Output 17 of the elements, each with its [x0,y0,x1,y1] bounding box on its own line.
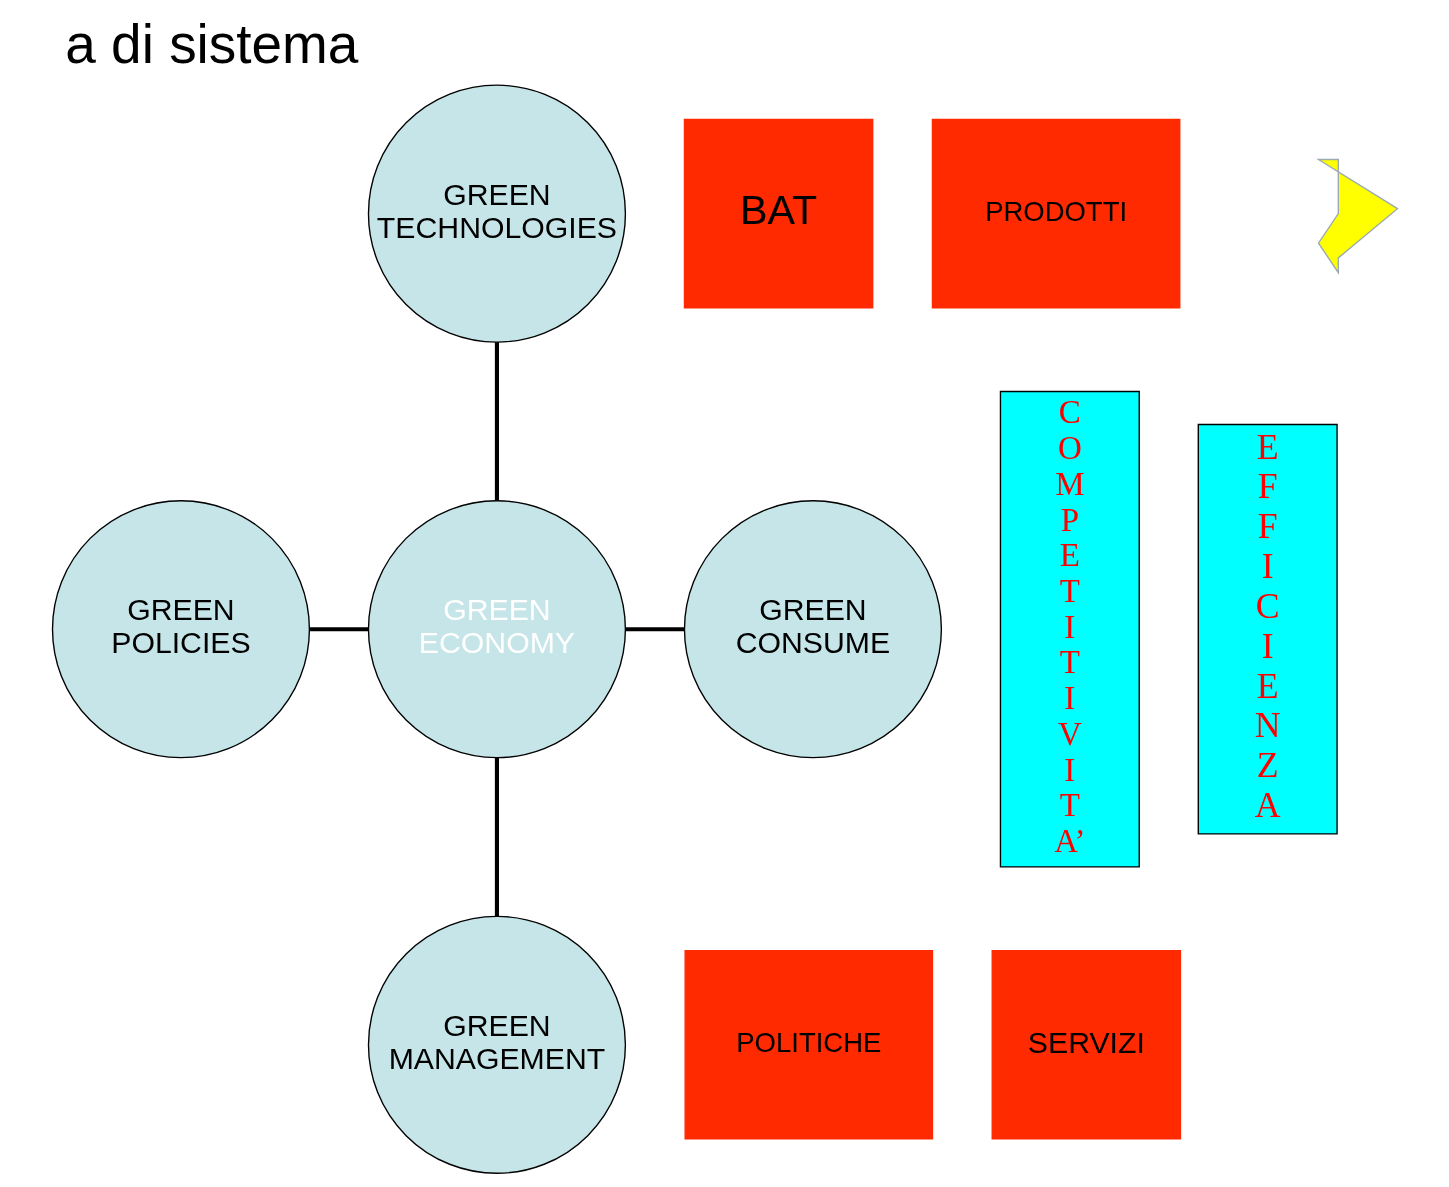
node-circle: GREEN POLICIES [51,500,310,759]
node-circle: GREEN TECHNOLOGIES [367,84,626,343]
node-circle: GREEN MANAGEMENT [367,915,626,1174]
diagram-title: a di sistema [64,13,358,76]
connector [309,627,368,632]
node-box: BAT [683,118,873,309]
node-box: COMPETITIVITA’ [999,390,1140,868]
node-arrow [1315,158,1399,275]
connector [625,627,684,632]
node-box: EFFICIENZA [1197,423,1338,835]
node-box: SERVIZI [991,950,1181,1140]
node-circle: GREEN CONSUME [683,500,942,759]
connector [494,757,499,917]
node-box: PRODOTTI [931,118,1180,309]
connector [494,342,499,501]
node-box: POLITICHE [683,950,933,1140]
node-circle: GREEN ECONOMY [367,500,626,759]
